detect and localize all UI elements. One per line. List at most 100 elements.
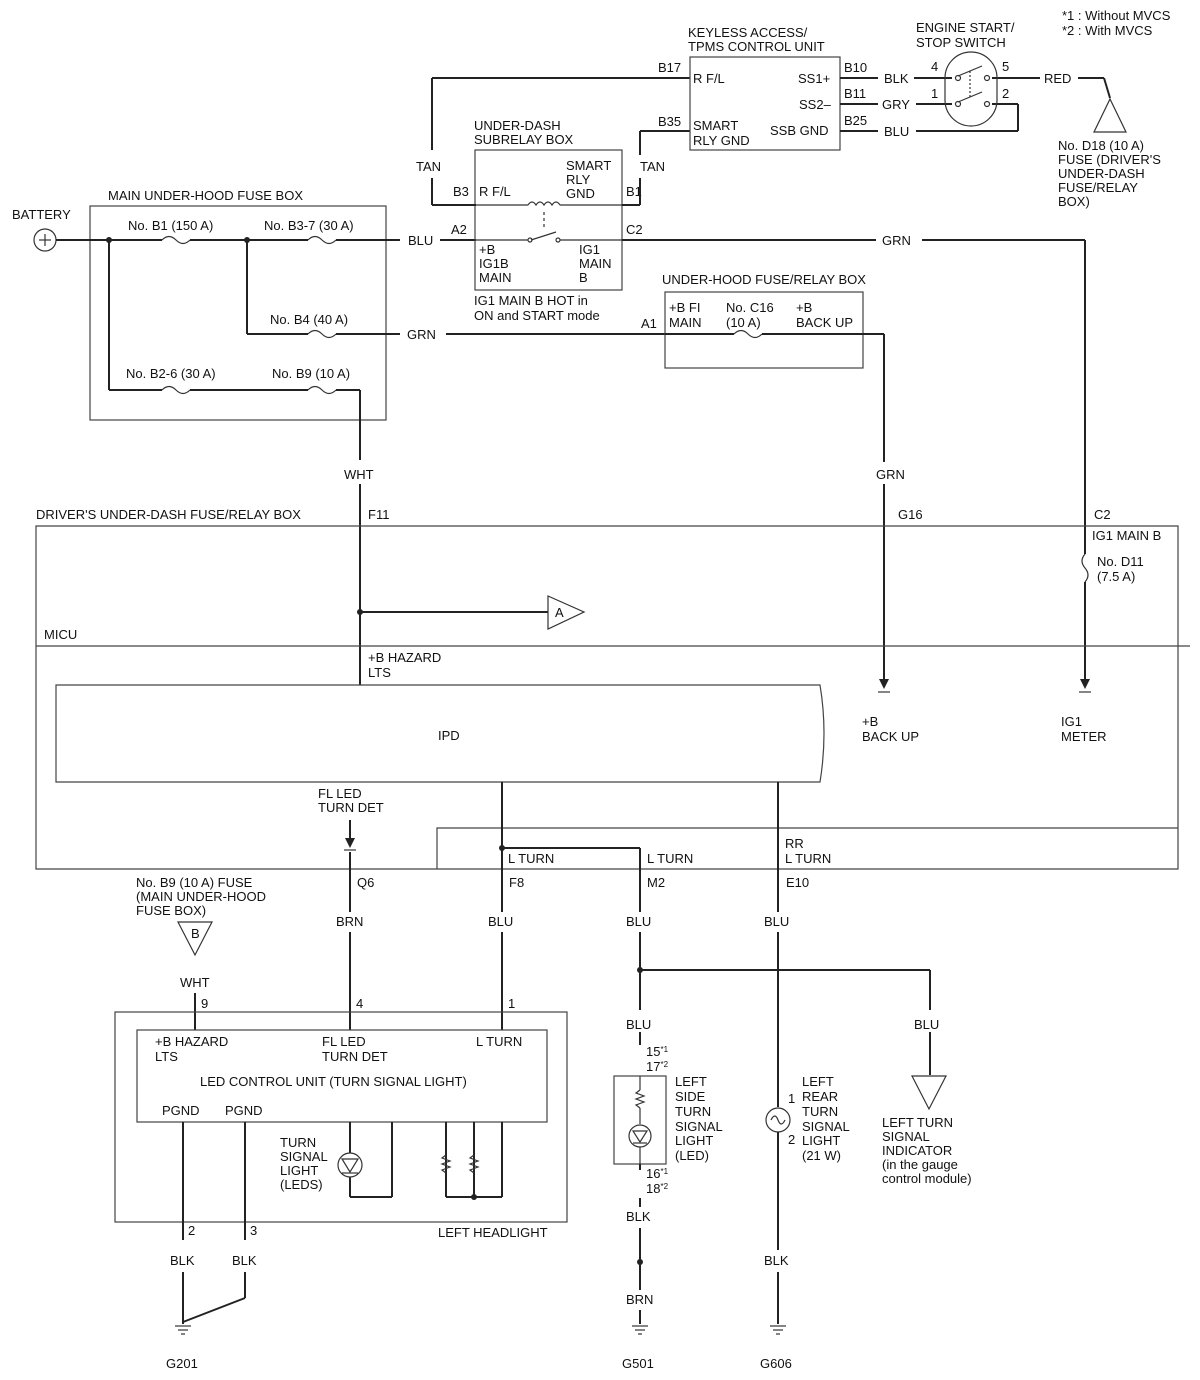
relay-symbol	[476, 201, 622, 243]
pin-b10: B10	[844, 60, 867, 75]
rear-light-l2: REAR	[802, 1089, 838, 1104]
led-pin-4: 4	[356, 996, 363, 1011]
wire-blk-side: BLK	[626, 1209, 651, 1224]
uh-box-bu-1: +B	[796, 300, 812, 315]
keyless-smart-2: RLY GND	[693, 133, 750, 148]
driver-box-title: DRIVER'S UNDER-DASH FUSE/RELAY BOX	[36, 507, 301, 522]
led-pin-1: 1	[508, 996, 515, 1011]
keyless-title-2: TPMS CONTROL UNIT	[688, 39, 825, 54]
pin-a2: A2	[451, 222, 467, 237]
led-pgnd-1: PGND	[162, 1103, 200, 1118]
wire-blu-f8: BLU	[488, 914, 513, 929]
indicator-l3: INDICATOR	[882, 1143, 952, 1158]
switch-pin-4: 4	[931, 59, 938, 74]
wire-brn-g501: BRN	[626, 1292, 653, 1307]
wire-blu-ssb: BLU	[884, 124, 909, 139]
side-light-l5: LIGHT	[675, 1133, 713, 1148]
fuse-d18-l3: UNDER-DASH	[1058, 166, 1145, 181]
subrelay-rfl: R F/L	[479, 184, 511, 199]
backup-label-2: BACK UP	[862, 729, 919, 744]
wire-blu-side: BLU	[626, 1017, 651, 1032]
rear-light-l1: LEFT	[802, 1074, 834, 1089]
switch-wiring	[840, 77, 1111, 132]
pin-b3: B3	[453, 184, 469, 199]
wire-blk-ss1: BLK	[884, 71, 909, 86]
fl-det-label-2: TURN DET	[318, 800, 384, 815]
fuse-d11-l1: No. D11	[1097, 554, 1144, 569]
side-light-l6: (LED)	[675, 1148, 709, 1163]
led-unit-title: LED CONTROL UNIT (TURN SIGNAL LIGHT)	[200, 1074, 467, 1089]
keyless-ssb: SSB GND	[770, 123, 829, 138]
connector-a-triangle	[547, 595, 586, 630]
switch-title-1: ENGINE START/	[916, 20, 1015, 35]
fuse-b2-6-label: No. B2-6 (30 A)	[126, 366, 216, 381]
main-fuse-box-wiring	[56, 235, 400, 460]
side-light-l3: TURN	[675, 1104, 711, 1119]
note-without-mvcs: *1 : Without MVCS	[1062, 8, 1171, 23]
wire-blk-rear: BLK	[764, 1253, 789, 1268]
keyless-ss2: SS2–	[799, 97, 832, 112]
fuse-b9-label: No. B9 (10 A)	[272, 366, 350, 381]
pin-b17: B17	[658, 60, 681, 75]
wire-wht: WHT	[344, 467, 374, 482]
side-light-l2: SIDE	[675, 1089, 706, 1104]
hazard-label-1: +B HAZARD	[368, 650, 441, 665]
lower-wiring	[194, 932, 931, 1107]
side-pin-17: 17*2	[646, 1059, 669, 1074]
fuse-b4-label: No. B4 (40 A)	[270, 312, 348, 327]
uh-box-wiring	[665, 329, 885, 685]
wire-brn-q6: BRN	[336, 914, 363, 929]
rr-label-1: RR	[785, 836, 804, 851]
switch-pin-5: 5	[1002, 59, 1009, 74]
wire-blu-e10: BLU	[764, 914, 789, 929]
subrelay-title-2: SUBRELAY BOX	[474, 132, 574, 147]
subrelay-smart-1: SMART	[566, 158, 611, 173]
lturn-label-b: L TURN	[647, 851, 693, 866]
keyless-smart-1: SMART	[693, 118, 738, 133]
led-lturn: L TURN	[476, 1034, 522, 1049]
note-with-mvcs: *2 : With MVCS	[1062, 23, 1153, 38]
subrelay-note-1: IG1 MAIN B HOT in	[474, 293, 588, 308]
side-pin-15: 15*1	[646, 1044, 669, 1059]
side-light-l4: SIGNAL	[675, 1119, 723, 1134]
pin-b11: B11	[844, 86, 866, 101]
led-fl-1: FL LED	[322, 1034, 366, 1049]
engine-start-switch-symbol	[944, 51, 998, 127]
wire-grn-g16: GRN	[876, 467, 905, 482]
led-pin-2: 2	[188, 1223, 195, 1238]
connector-b-label: B	[191, 926, 200, 941]
led-pin-3: 3	[250, 1223, 257, 1238]
backup-label-1: +B	[862, 714, 878, 729]
pin-m2: M2	[647, 875, 665, 890]
subrelay-ig1-2: MAIN	[579, 256, 612, 271]
wire-blk-2: BLK	[170, 1253, 195, 1268]
ground-icon-g606	[770, 1325, 786, 1335]
subrelay-b-3: MAIN	[479, 270, 512, 285]
ground-g606: G606	[760, 1356, 792, 1371]
indicator-l2: SIGNAL	[882, 1129, 930, 1144]
rear-light-l4: SIGNAL	[802, 1119, 850, 1134]
indicator-l1: LEFT TURN	[882, 1115, 953, 1130]
wire-tan-2: TAN	[640, 159, 665, 174]
uh-box-fi-2: MAIN	[669, 315, 702, 330]
subrelay-ig1-1: IG1	[579, 242, 600, 257]
subrelay-note-2: ON and START mode	[474, 308, 600, 323]
driver-box-outline	[35, 525, 1179, 870]
ground-icon-g501	[632, 1325, 648, 1335]
fuse-d18-l4: FUSE/RELAY	[1058, 180, 1138, 195]
hazard-label-2: LTS	[368, 665, 391, 680]
subrelay-b-2: IG1B	[479, 256, 509, 271]
led-hazard-1: +B HAZARD	[155, 1034, 228, 1049]
subrelay-box-outline	[474, 149, 623, 291]
pin-a1: A1	[641, 316, 657, 331]
subrelay-title-1: UNDER-DASH	[474, 118, 561, 133]
rr-label-2: L TURN	[785, 851, 831, 866]
g501-wiring	[637, 1164, 643, 1324]
wire-blu-indicator: BLU	[914, 1017, 939, 1032]
connector-a-label: A	[555, 605, 564, 620]
tsl-label-3: LIGHT	[280, 1163, 318, 1178]
wire-wht-b: WHT	[180, 975, 210, 990]
main-fuse-box-outline	[89, 205, 387, 421]
ipd-outline	[55, 684, 825, 783]
